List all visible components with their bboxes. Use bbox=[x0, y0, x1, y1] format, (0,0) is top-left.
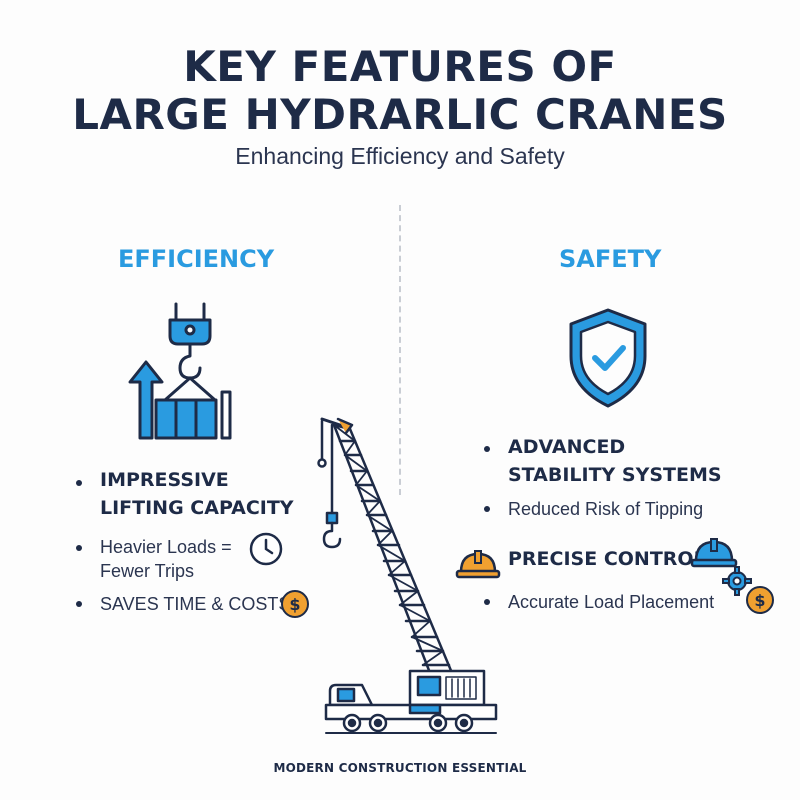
feature-precise-control: PRECISE CONTROL bbox=[508, 548, 706, 570]
dollar-coin-icon: $ bbox=[281, 590, 309, 618]
efficiency-heading: EFFICIENCY bbox=[118, 245, 275, 273]
bullet bbox=[76, 480, 82, 486]
point-heavier-loads-line1: Heavier Loads = bbox=[100, 537, 232, 557]
footer-tagline: MODERN CONSTRUCTION ESSENTIAL bbox=[273, 761, 527, 775]
feature-stability-line2: STABILITY SYSTEMS bbox=[508, 464, 722, 486]
bullet bbox=[76, 601, 82, 607]
bullet bbox=[484, 446, 490, 452]
point-saves-time: SAVES TIME & COSTS bbox=[100, 594, 291, 614]
feature-lifting-capacity-line1: IMPRESSIVE bbox=[100, 469, 229, 491]
bullet bbox=[76, 545, 82, 551]
page-title-line-1: KEY FEATURES OF bbox=[183, 42, 617, 91]
feature-lifting-capacity-line2: LIFTING CAPACITY bbox=[100, 497, 294, 519]
point-reduced-risk: Reduced Risk of Tipping bbox=[508, 499, 704, 519]
gear-icon bbox=[722, 566, 752, 596]
page-subtitle: Enhancing Efficiency and Safety bbox=[235, 143, 565, 169]
svg-text:$: $ bbox=[289, 595, 300, 614]
feature-stability-line1: ADVANCED bbox=[508, 436, 626, 458]
hard-hat-icon bbox=[455, 550, 501, 579]
crane-hook-lifting-icon bbox=[128, 302, 232, 440]
safety-heading: SAFETY bbox=[559, 245, 662, 273]
point-accurate-placement: Accurate Load Placement bbox=[508, 592, 715, 612]
dollar-coin-icon: $ bbox=[746, 586, 774, 614]
shield-check-icon bbox=[569, 308, 647, 408]
hard-hat-icon bbox=[690, 538, 738, 568]
column-divider bbox=[399, 205, 401, 495]
point-heavier-loads-line2: Fewer Trips bbox=[100, 561, 195, 581]
clock-icon bbox=[249, 532, 283, 566]
svg-text:$: $ bbox=[754, 591, 765, 610]
page-title-line-2: LARGE HYDRARLIC CRANES bbox=[72, 90, 728, 139]
crawler-crane-illustration bbox=[317, 417, 498, 734]
bullet bbox=[484, 506, 490, 512]
bullet bbox=[484, 599, 490, 605]
